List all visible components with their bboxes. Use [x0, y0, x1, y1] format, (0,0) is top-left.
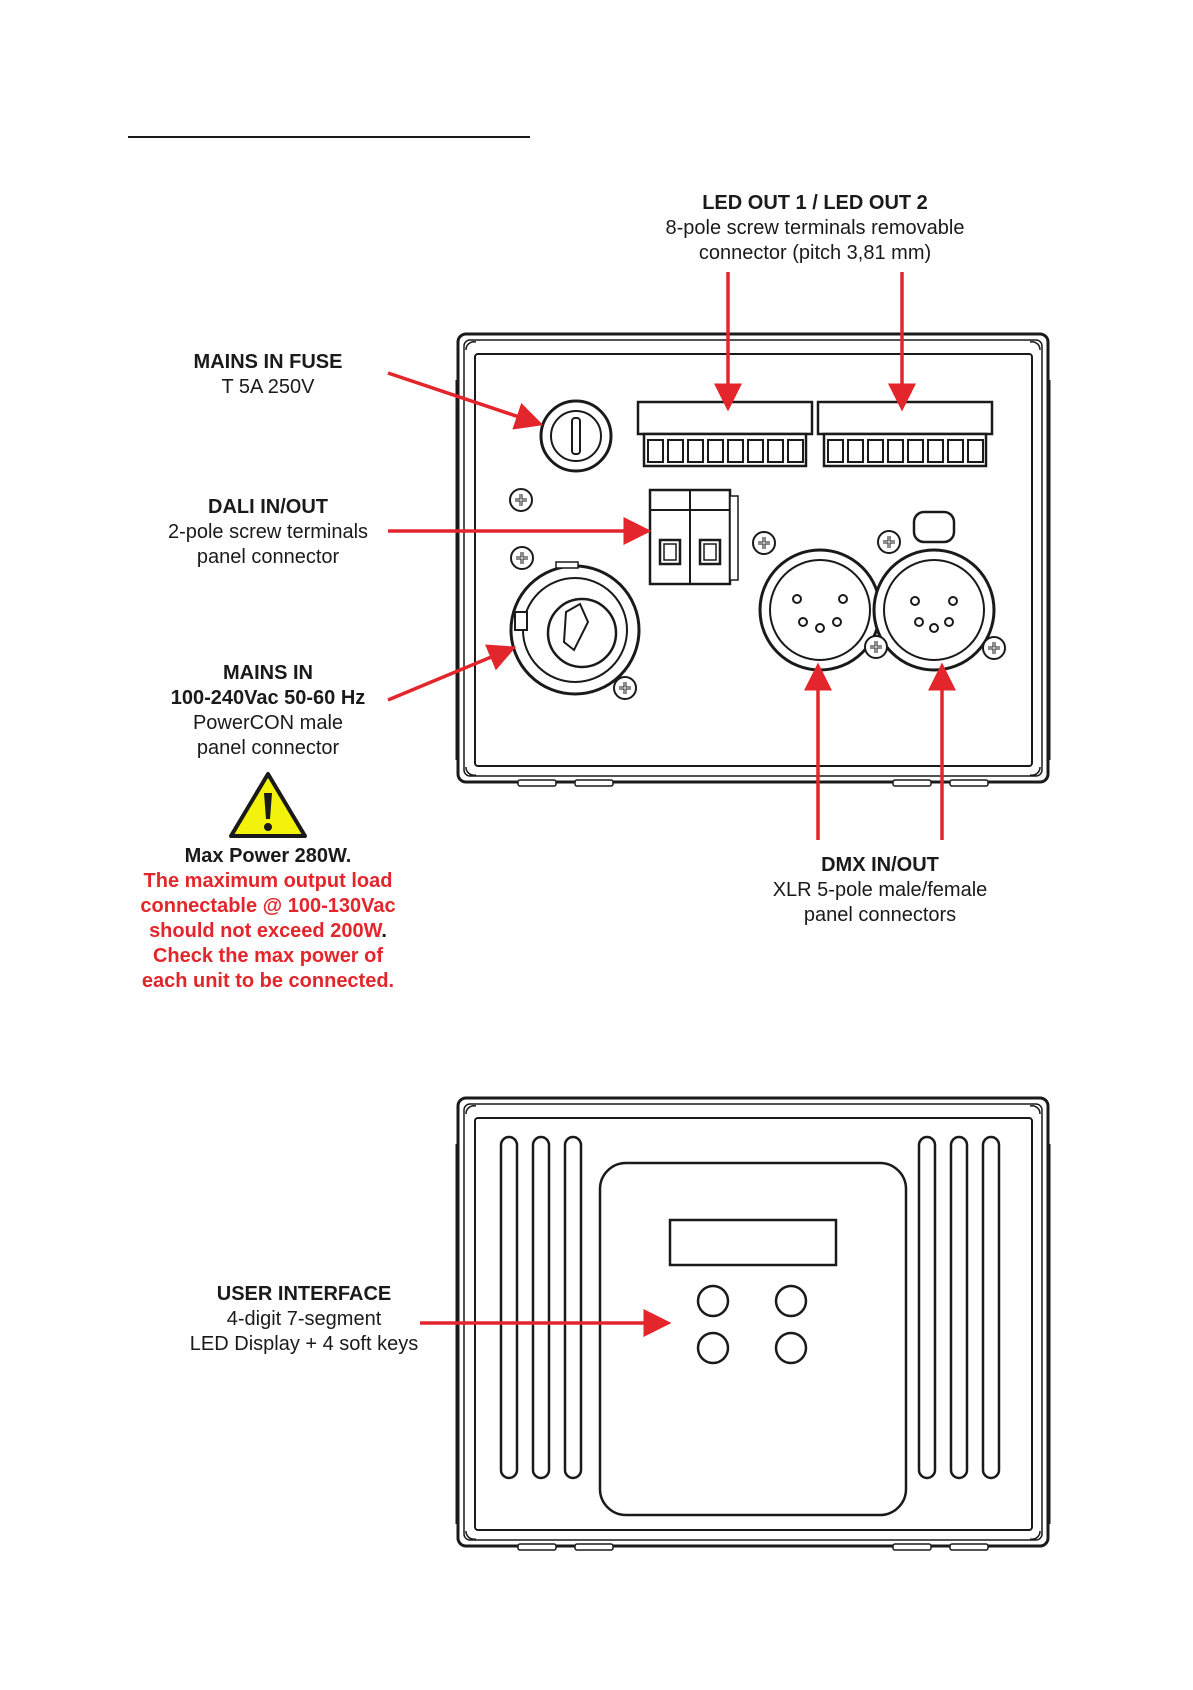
ventilation-slots [499, 1135, 1001, 1480]
callout-arrows-rear [387, 272, 956, 840]
led-out-line2: connector (pitch 3,81 mm) [699, 242, 931, 264]
user-interface-line2: LED Display + 4 soft keys [190, 1333, 418, 1355]
screw-icon [508, 487, 534, 513]
soft-key-4[interactable] [774, 1331, 808, 1365]
mains-in-line2: panel connector [197, 737, 340, 759]
dmx-line2: panel connectors [804, 904, 956, 926]
mains-fuse-title: MAINS IN FUSE [194, 351, 343, 373]
dali-line2: panel connector [197, 546, 340, 568]
dali-title: DALI IN/OUT [208, 496, 328, 518]
led-display [668, 1218, 838, 1267]
warning-line-5: each unit to be connected. [142, 970, 394, 992]
screw-icon [612, 675, 638, 701]
user-interface-line1: 4-digit 7-segment [227, 1308, 382, 1330]
mains-in-line1: PowerCON male [193, 712, 343, 734]
dmx-title: DMX IN/OUT [821, 854, 939, 876]
mains-in-title: MAINS IN [223, 662, 313, 684]
powercon-connector [509, 561, 641, 696]
user-interface-panel [598, 1161, 908, 1517]
screw-icon [863, 634, 889, 660]
warning-line-1: The maximum output load [144, 870, 393, 892]
dali-connector [648, 488, 739, 586]
led-out-line1: 8-pole screw terminals removable [665, 217, 964, 239]
mains-fuse-line1: T 5A 250V [221, 376, 315, 398]
led-out-title: LED OUT 1 / LED OUT 2 [702, 192, 928, 214]
mains-fuse-holder [539, 399, 613, 473]
max-power-text: Max Power 280W. [185, 845, 352, 867]
warning-line-3: should not exceed 200W. [149, 920, 387, 942]
screw-icon [876, 529, 902, 555]
soft-key-2[interactable] [774, 1284, 808, 1318]
dmx-in-xlr-connector [758, 548, 882, 672]
soft-key-3[interactable] [696, 1331, 730, 1365]
led-out-2-connector [816, 400, 994, 468]
warning-line-4: Check the max power of [153, 945, 383, 967]
dali-line1: 2-pole screw terminals [168, 521, 368, 543]
mains-in-title2: 100-240Vac 50-60 Hz [171, 687, 366, 709]
led-out-1-connector [636, 400, 814, 468]
soft-key-1[interactable] [696, 1284, 730, 1318]
warning-line-2: connectable @ 100-130Vac [140, 895, 395, 917]
dmx-line1: XLR 5-pole male/female [773, 879, 988, 901]
screw-icon [981, 635, 1007, 661]
user-interface-title: USER INTERFACE [217, 1283, 391, 1305]
warning-triangle-icon [229, 772, 307, 838]
dmx-out-xlr-connector [872, 510, 996, 672]
screw-icon [509, 545, 535, 571]
screw-icon [751, 530, 777, 556]
